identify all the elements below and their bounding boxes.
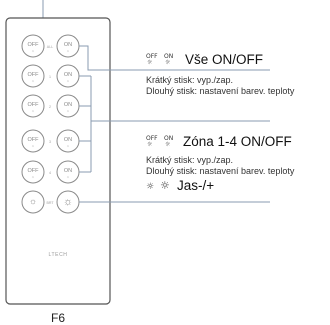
callout-brightness: ☼ ☼ Jas-/+ xyxy=(146,178,214,193)
callout-all-line1: Krátký stisk: vyp./zap. xyxy=(146,75,233,85)
on-zone4-button-icon: ☼ xyxy=(66,175,69,179)
callout-brightness-title: Jas-/+ xyxy=(177,178,214,193)
off-zone3-button[interactable] xyxy=(21,129,45,153)
side-label-zone-3: 3 xyxy=(49,140,51,144)
callout-all-off-icon: OFF xyxy=(146,53,158,60)
off-zone1-button-label: OFF xyxy=(28,72,40,78)
callout-zones-line2: Dlouhý stisk: nastavení barev. teploty xyxy=(146,166,295,176)
button-row-all: OFF ☼ ALL ON ☼ xyxy=(21,34,80,58)
on-zone1-button-label: ON xyxy=(64,72,72,78)
callout-zones-off-icon: OFF xyxy=(146,135,158,142)
button-row-zone-2: OFF ☼ 2 ON ☼ xyxy=(21,94,80,118)
side-label-all: ALL xyxy=(47,45,53,49)
off-all-button[interactable] xyxy=(21,34,45,58)
brightness-down-icon: ☼ xyxy=(29,196,37,206)
side-label-zone-1: 1 xyxy=(49,75,51,79)
on-zone2-button-icon: ☼ xyxy=(66,109,69,113)
callout-all-on-sun-icon: ☼ xyxy=(165,59,171,66)
callout-all-title: Vše ON/OFF xyxy=(185,52,263,67)
side-label-zone-4: 4 xyxy=(49,171,51,175)
callout-all: OFF ON ☼ ☼ Vše ON/OFF Krátký stisk: vyp.… xyxy=(146,52,295,96)
callout-line-zones xyxy=(79,75,270,173)
off-all-button-label: OFF xyxy=(28,42,40,48)
brightness-up-icon: ☼ xyxy=(63,196,73,208)
off-zone3-button-label: OFF xyxy=(28,137,40,143)
callout-brightness-up-icon: ☼ xyxy=(160,179,170,192)
off-zone4-button[interactable] xyxy=(21,160,45,184)
callout-all-off-sun-icon: ☼ xyxy=(147,59,153,66)
remote-body xyxy=(5,17,111,305)
side-label-brightness: BRT xyxy=(46,201,54,205)
side-label-zone-2: 2 xyxy=(49,105,51,109)
off-zone3-button-icon: ☼ xyxy=(31,144,34,148)
off-zone4-button-icon: ☼ xyxy=(31,175,34,179)
brightness-down-button[interactable] xyxy=(21,190,45,214)
on-zone3-button-icon: ☼ xyxy=(66,144,69,148)
callout-zones: OFF ON ☼ ☼ Zóna 1-4 ON/OFF Krátký stisk:… xyxy=(146,134,295,176)
callout-zones-line1: Krátký stisk: vyp./zap. xyxy=(146,155,233,165)
off-zone1-button[interactable] xyxy=(21,64,45,88)
button-row-zone-1: OFF ☼ 1 ON ☼ xyxy=(21,64,80,88)
callout-zones-on-sun-icon: ☼ xyxy=(165,141,171,148)
callout-brightness-down-icon: ☼ xyxy=(146,182,154,192)
off-zone4-button-label: OFF xyxy=(28,168,40,174)
button-row-zone-3: OFF ☼ 3 ON ☼ xyxy=(21,129,80,153)
on-zone3-button-label: ON xyxy=(64,137,72,143)
callout-all-line2: Dlouhý stisk: nastavení barev. teploty xyxy=(146,86,295,96)
callout-line-all xyxy=(79,45,270,71)
on-zone4-button-label: ON xyxy=(64,168,72,174)
off-zone1-button-icon: ☼ xyxy=(31,79,34,83)
off-all-button-icon: ☼ xyxy=(31,49,34,53)
off-zone2-button-label: OFF xyxy=(28,102,40,108)
callout-zones-on-icon: ON xyxy=(164,135,173,142)
off-zone2-button-icon: ☼ xyxy=(31,109,34,113)
on-all-button-icon: ☼ xyxy=(66,49,69,53)
on-zone1-button-icon: ☼ xyxy=(66,79,69,83)
on-all-button-label: ON xyxy=(64,42,72,48)
on-zone2-button-label: ON xyxy=(64,102,72,108)
off-zone2-button[interactable] xyxy=(21,94,45,118)
callout-zones-title: Zóna 1-4 ON/OFF xyxy=(183,134,292,149)
model-label: F6 xyxy=(51,311,65,325)
callout-zones-off-sun-icon: ☼ xyxy=(147,141,153,148)
callout-all-on-icon: ON xyxy=(164,53,173,60)
button-row-brightness: ☼ BRT ☼ xyxy=(21,190,80,214)
brand-logo: LTECH xyxy=(48,252,67,258)
